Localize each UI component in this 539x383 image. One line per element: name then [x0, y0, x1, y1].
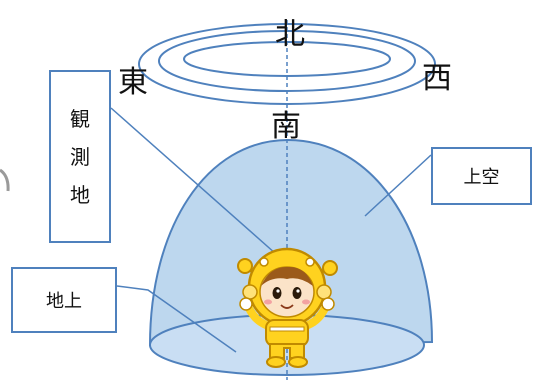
direction-north-label: 北	[275, 17, 305, 52]
mascot-icon	[237, 247, 338, 368]
sky-dome	[148, 138, 434, 347]
observation-site-label-box: 観 測 地	[49, 70, 111, 243]
callout-line-sky	[364, 154, 432, 217]
callout-line-ground	[116, 285, 237, 353]
direction-east-label: 東	[118, 65, 148, 100]
direction-west-label: 西	[422, 61, 452, 96]
observation-site-char-3: 地	[70, 182, 90, 207]
ground-label-box: 地上	[11, 267, 117, 333]
direction-south-label: 南	[271, 109, 301, 144]
sky-label-box: 上空	[431, 147, 532, 205]
observation-site-char-2: 測	[70, 144, 90, 169]
sky-label: 上空	[463, 167, 500, 188]
ground-label: 地上	[46, 291, 82, 312]
observation-site-char-1: 観	[70, 106, 90, 131]
callout-line-observation-site	[110, 107, 277, 255]
left-edge-curve	[0, 168, 10, 192]
